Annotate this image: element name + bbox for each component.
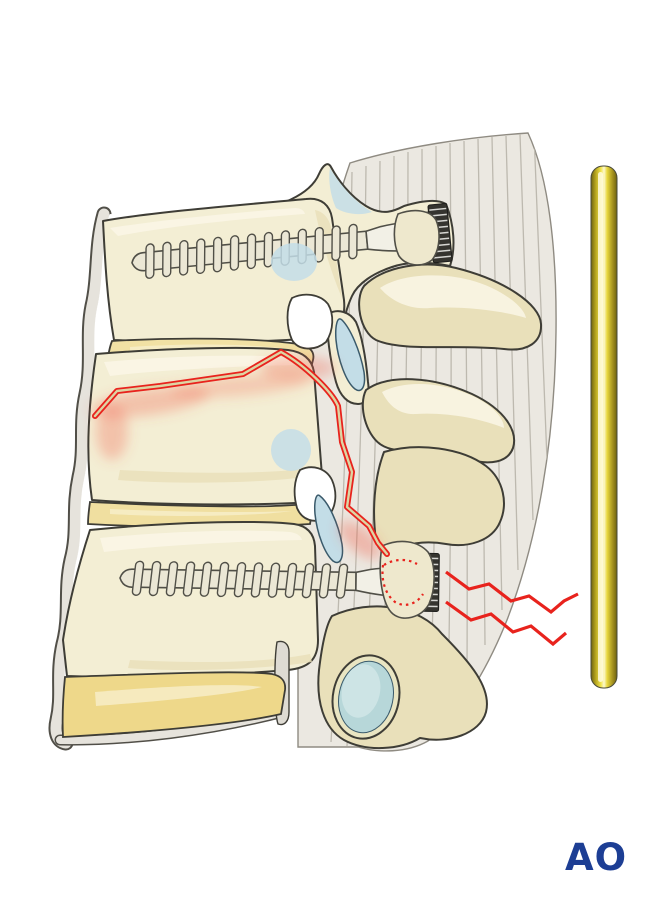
facet-cartilage-middle xyxy=(314,494,344,564)
upper-screw-entry-bone xyxy=(393,209,440,266)
spinous-process-cartilage xyxy=(329,168,372,215)
foramen-upper xyxy=(286,293,334,350)
hidden-fracture-dotted xyxy=(381,558,424,606)
fracture-line xyxy=(92,349,390,557)
fracture-glow xyxy=(90,356,382,560)
lower-screw-entry-bone xyxy=(379,540,435,619)
facet-cartilage-highlight xyxy=(341,664,381,718)
lower-vertebral-body xyxy=(62,521,319,678)
distraction-zigzag xyxy=(445,570,579,647)
middle-pedicle-cartilage xyxy=(271,429,311,471)
facet-cartilage-upper xyxy=(335,318,366,392)
ao-logo: AO xyxy=(565,836,627,879)
upper-pedicle-cartilage xyxy=(271,243,317,281)
lower-vertebra xyxy=(62,521,488,749)
fixation-rod xyxy=(590,165,618,689)
